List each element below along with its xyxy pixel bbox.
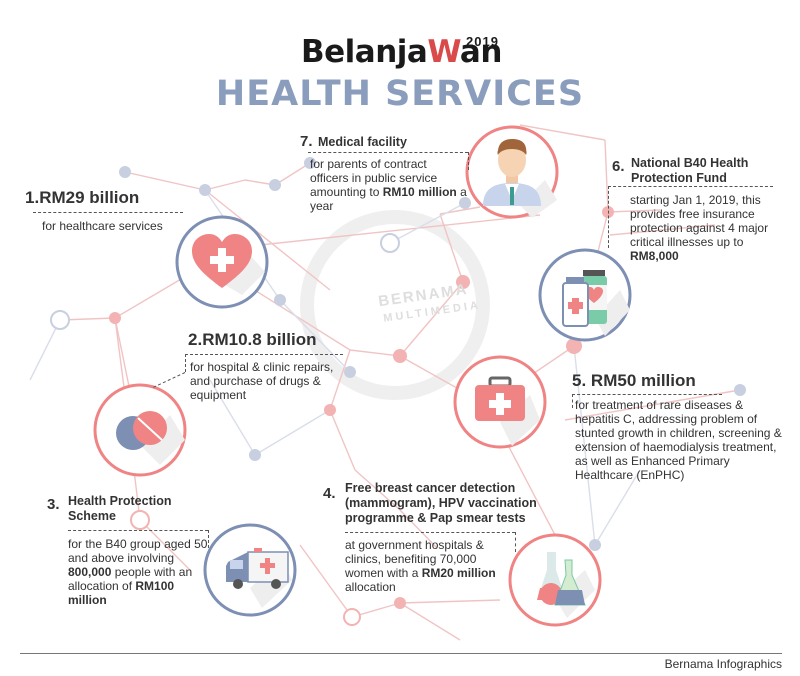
item-3-number: 3. (47, 496, 60, 513)
item-3-desc-part2: people with an allocation of (68, 565, 193, 593)
item-7-amount: RM10 million (382, 185, 457, 199)
item-1-desc: for healthcare services (42, 219, 163, 233)
brand-part2: an (459, 34, 503, 70)
item-5-number: 5. (572, 371, 587, 390)
medicine-bottles-icon (538, 248, 632, 342)
item-3-heading-line1: Health Protection (68, 494, 172, 508)
item-4-number: 4. (323, 485, 336, 502)
item-5-amount: RM50 million (590, 371, 696, 390)
item-1-amount: RM29 billion (39, 188, 140, 207)
item-3-heading-line2: Scheme (68, 509, 116, 523)
item-5-heading: 5. RM50 million (572, 371, 696, 391)
item-4-heading-line2: (mammogram), HPV vaccination (345, 496, 537, 510)
watermark-ring (300, 210, 490, 400)
item-7-desc-part2: a year (310, 185, 467, 213)
item-3-people: 800,000 (68, 565, 112, 579)
item-6-amount: RM8,000 (630, 249, 679, 263)
item-6-heading-line2: Protection Fund (631, 171, 727, 185)
item-5-desc: for treatment of rare diseases & hepatit… (575, 398, 782, 482)
item-3-desc: for the B40 group aged 50 and above invo… (68, 537, 208, 607)
item-3-allocation: RM100 million (68, 579, 175, 607)
item-1-number: 1. (25, 188, 40, 207)
item-4-heading-line3: programme & Pap smear tests (345, 511, 526, 525)
page-title: HEALTH SERVICES (215, 74, 585, 114)
item-4-desc-part2: allocation (345, 580, 396, 594)
brand-year: 2019 (466, 34, 499, 49)
item-2-desc: for hospital & clinic repairs, and purch… (190, 360, 334, 402)
flask-icon (508, 533, 602, 627)
item-7-heading: Medical facility (318, 135, 407, 149)
item-4-desc-part1: at government hospitals & clinics, benef… (345, 538, 484, 580)
item-2-amount: RM10.8 billion (202, 330, 317, 349)
first-aid-kit-icon (453, 355, 547, 449)
item-4-allocation: RM20 million (421, 566, 496, 580)
item-3-desc-part1: for the B40 group aged 50 and above invo… (68, 537, 208, 565)
item-4-heading: Free breast cancer detection(mammogram),… (345, 481, 537, 526)
item-6-heading-line1: National B40 Health (631, 156, 749, 170)
brand-w: W (427, 34, 460, 70)
item-2-number: 2. (188, 330, 203, 349)
item-4-heading-line1: Free breast cancer detection (345, 481, 516, 495)
item-6-number: 6. (612, 158, 625, 175)
item-6-desc: starting Jan 1, 2019, this provides free… (630, 193, 780, 263)
item-1-heading: 1.RM29 billion (25, 188, 139, 208)
pills-icon (93, 383, 187, 477)
brand-part1: Belanja (301, 34, 428, 70)
item-7-desc: for parents of contract officers in publ… (310, 157, 468, 213)
item-2-heading: 2.RM10.8 billion (188, 330, 316, 350)
footer-credit: Bernama Infographics (664, 657, 782, 671)
footer-divider (20, 653, 782, 654)
item-6-desc-part1: starting Jan 1, 2019, this provides free… (630, 193, 769, 249)
heart-plus-icon (175, 215, 269, 309)
item-7-number: 7. (300, 133, 313, 150)
brand-logo: BelanjaWan (301, 34, 502, 70)
doctor-icon (465, 125, 559, 219)
item-4-desc: at government hospitals & clinics, benef… (345, 538, 510, 594)
item-7-desc-part1: for parents of contract officers in publ… (310, 157, 438, 199)
ambulance-icon (203, 523, 297, 617)
